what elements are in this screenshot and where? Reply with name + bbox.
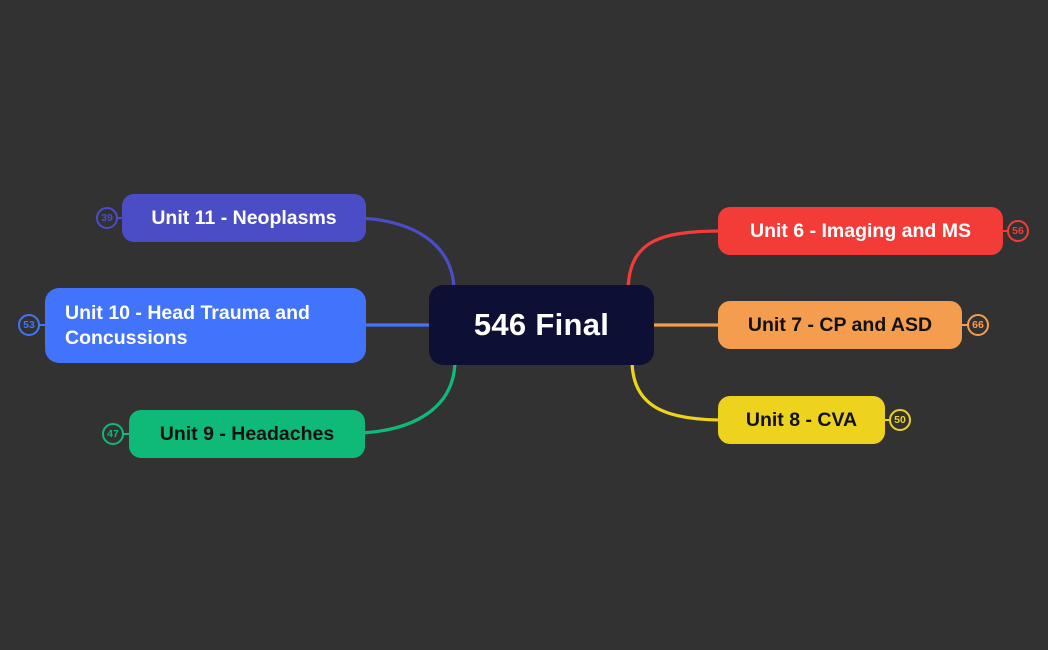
edge-unit9 (356, 358, 457, 435)
root-label: 546 Final (473, 307, 610, 342)
node-label: Unit 11 - Neoplasms (151, 206, 337, 229)
node-unit-6-imaging-ms[interactable]: Unit 6 - Imaging and MS (718, 207, 1003, 255)
node-label: Unit 7 - CP and ASD (747, 313, 933, 336)
node-label: Unit 8 - CVA (745, 408, 858, 431)
count-badge-unit11[interactable]: 39 (96, 207, 118, 229)
count-badge-unit6[interactable]: 56 (1007, 220, 1029, 242)
count-badge-unit7[interactable]: 66 (967, 314, 989, 336)
edge-unit8 (630, 358, 726, 422)
node-label: Unit 10 - Head Trauma and Concussions (65, 301, 310, 349)
root-node[interactable]: 546 Final (429, 285, 654, 365)
node-unit-10-head-trauma[interactable]: Unit 10 - Head Trauma and Concussions (45, 288, 366, 363)
node-label: Unit 6 - Imaging and MS (749, 219, 971, 242)
count-badge-unit10[interactable]: 53 (18, 314, 40, 336)
node-unit-11-neoplasms[interactable]: Unit 11 - Neoplasms (122, 194, 366, 242)
node-unit-8-cva[interactable]: Unit 8 - CVA (718, 396, 885, 444)
edge-unit11 (356, 216, 456, 292)
node-unit-9-headaches[interactable]: Unit 9 - Headaches (129, 410, 365, 458)
node-unit-7-cp-asd[interactable]: Unit 7 - CP and ASD (718, 301, 962, 349)
count-badge-unit8[interactable]: 50 (889, 409, 911, 431)
node-label: Unit 9 - Headaches (159, 422, 335, 445)
edge-unit6 (626, 229, 726, 295)
count-badge-unit9[interactable]: 47 (102, 423, 124, 445)
